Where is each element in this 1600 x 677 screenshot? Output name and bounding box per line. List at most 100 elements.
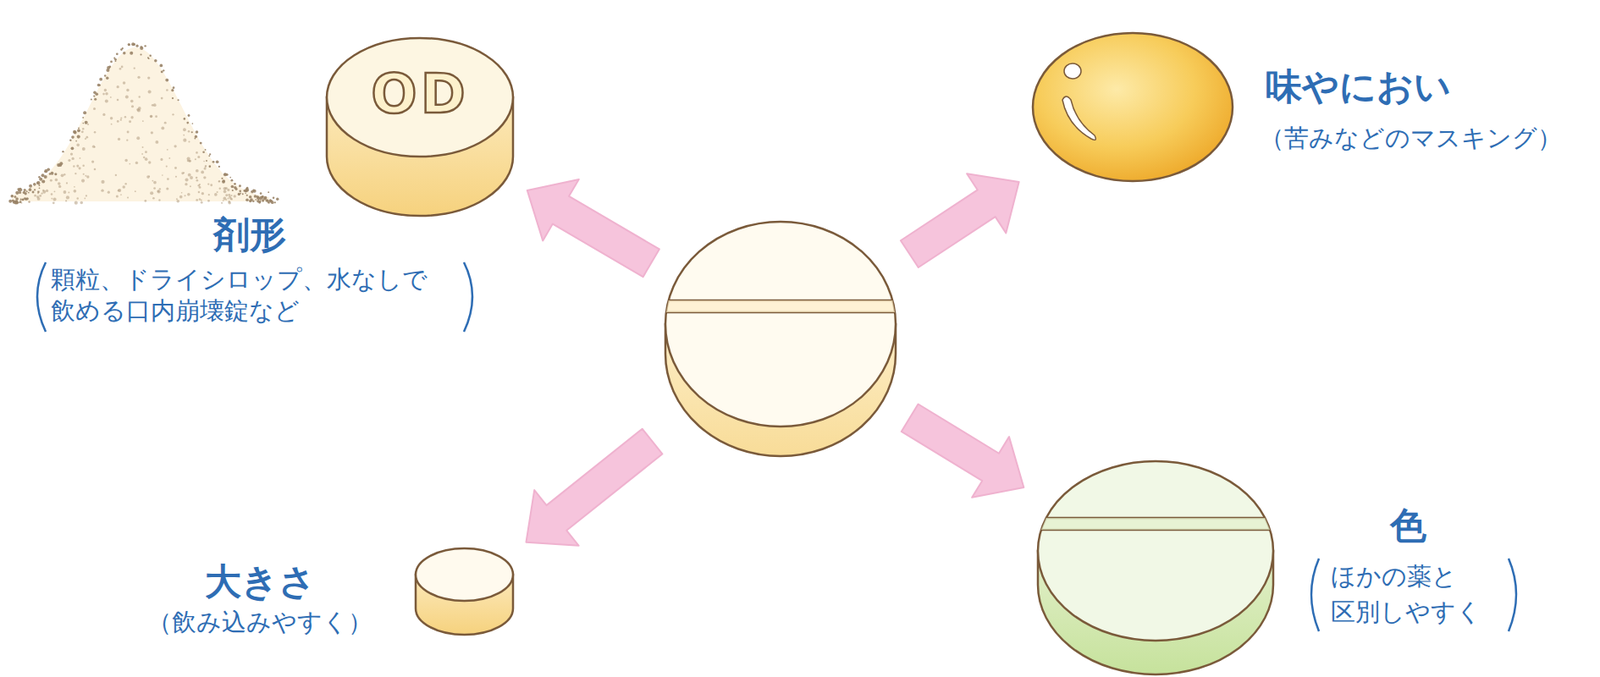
powder-grain xyxy=(165,88,169,92)
powder-grain xyxy=(17,189,21,193)
powder-grain xyxy=(37,192,39,194)
powder-grain xyxy=(122,81,126,84)
powder-grain xyxy=(8,199,12,204)
powder-grain xyxy=(204,165,207,168)
powder-grain xyxy=(44,169,48,173)
powder-grain xyxy=(198,186,202,189)
powder-grain xyxy=(132,43,136,46)
powder-grain xyxy=(71,135,75,139)
powder-grain xyxy=(187,130,191,133)
powder-grain xyxy=(212,160,216,164)
powder-grain xyxy=(158,198,160,201)
powder-grain xyxy=(104,92,108,95)
powder-grain xyxy=(175,176,177,178)
powder-grain xyxy=(138,95,141,98)
powder-grain xyxy=(262,195,265,198)
powder-grain xyxy=(128,163,131,166)
powder-grain xyxy=(244,188,249,193)
powder-grain xyxy=(93,94,95,97)
powder-grain xyxy=(41,179,45,183)
powder-grain xyxy=(245,198,249,203)
powder-grain xyxy=(184,182,188,186)
powder-grain xyxy=(162,69,165,72)
powder-grain xyxy=(274,201,276,204)
powder-grain xyxy=(227,201,232,205)
powder-grain xyxy=(50,193,54,196)
powder-grain xyxy=(75,140,78,143)
powder-grain xyxy=(130,115,133,119)
powder-grain xyxy=(82,110,87,115)
powder-grain xyxy=(192,122,194,125)
powder-grain xyxy=(79,157,82,160)
powder-grain xyxy=(189,176,194,180)
powder-grain xyxy=(73,189,78,194)
powder-grain xyxy=(171,88,174,92)
powder-grain xyxy=(22,191,27,195)
powder-grain xyxy=(15,191,19,195)
powder-grain xyxy=(196,179,199,183)
powder-grain xyxy=(159,187,161,190)
pill-illustration: 大きさ（飲み込みやすく） xyxy=(413,546,516,638)
soft-capsule xyxy=(1032,33,1233,182)
powder-grain xyxy=(87,123,89,126)
powder-grain xyxy=(126,139,128,142)
powder-grain xyxy=(148,55,152,58)
category-heading: 色 xyxy=(1365,503,1451,548)
powder-grain xyxy=(148,175,150,177)
powder-grain xyxy=(231,185,235,189)
powder-grain xyxy=(70,153,73,156)
powder-grain xyxy=(82,127,84,130)
powder-grain xyxy=(173,144,177,148)
powder-grain xyxy=(146,175,150,179)
powder-grain xyxy=(259,196,264,200)
powder-grain xyxy=(223,190,227,194)
powder-grain xyxy=(100,180,105,184)
pink-arrow xyxy=(527,179,660,277)
category-heading: 剤形 xyxy=(165,212,335,257)
powder-grain xyxy=(135,44,138,48)
powder-grain xyxy=(141,153,144,155)
powder-grain xyxy=(259,200,261,203)
powder-grain xyxy=(244,193,247,195)
powder-grain xyxy=(102,93,105,96)
powder-grain xyxy=(225,187,228,190)
category-heading: 大きさ xyxy=(132,559,387,604)
powder-grain xyxy=(229,176,232,179)
powder-grain xyxy=(154,140,159,144)
powder-grain xyxy=(73,131,78,135)
powder-grain xyxy=(82,122,84,125)
powder-grain xyxy=(207,199,210,203)
powder-grain xyxy=(90,99,93,101)
powder-grain xyxy=(119,67,122,71)
powder-grain xyxy=(222,199,225,202)
powder-grain xyxy=(200,171,205,175)
pill-drawing xyxy=(1030,30,1236,184)
powder-grain xyxy=(216,191,219,194)
powder-grain xyxy=(115,174,117,177)
powder-grain xyxy=(198,198,201,200)
powder-grain xyxy=(199,142,203,145)
powder-grain xyxy=(24,198,28,201)
powder-grain xyxy=(10,194,13,198)
powder-grain xyxy=(171,97,174,100)
powder-grain xyxy=(73,186,76,188)
powder-grain xyxy=(222,179,226,183)
powder-grain xyxy=(71,157,74,160)
powder-grain xyxy=(184,194,187,197)
powder-grain xyxy=(218,165,221,168)
powder-grain xyxy=(84,175,87,177)
powder-grain xyxy=(66,182,68,184)
powder-grain xyxy=(194,135,198,138)
powder-grain xyxy=(80,201,84,205)
powder-grain xyxy=(160,158,163,161)
powder-grain xyxy=(187,193,191,197)
pill-drawing xyxy=(662,219,899,459)
powder-grain xyxy=(131,42,135,46)
powder-grain xyxy=(233,182,236,185)
powder-grain xyxy=(165,78,169,83)
powder-grain xyxy=(117,188,122,193)
powder-grain xyxy=(161,174,164,177)
powder-grain xyxy=(134,190,137,193)
powder-grain xyxy=(81,179,85,183)
powder-grain xyxy=(42,190,46,194)
